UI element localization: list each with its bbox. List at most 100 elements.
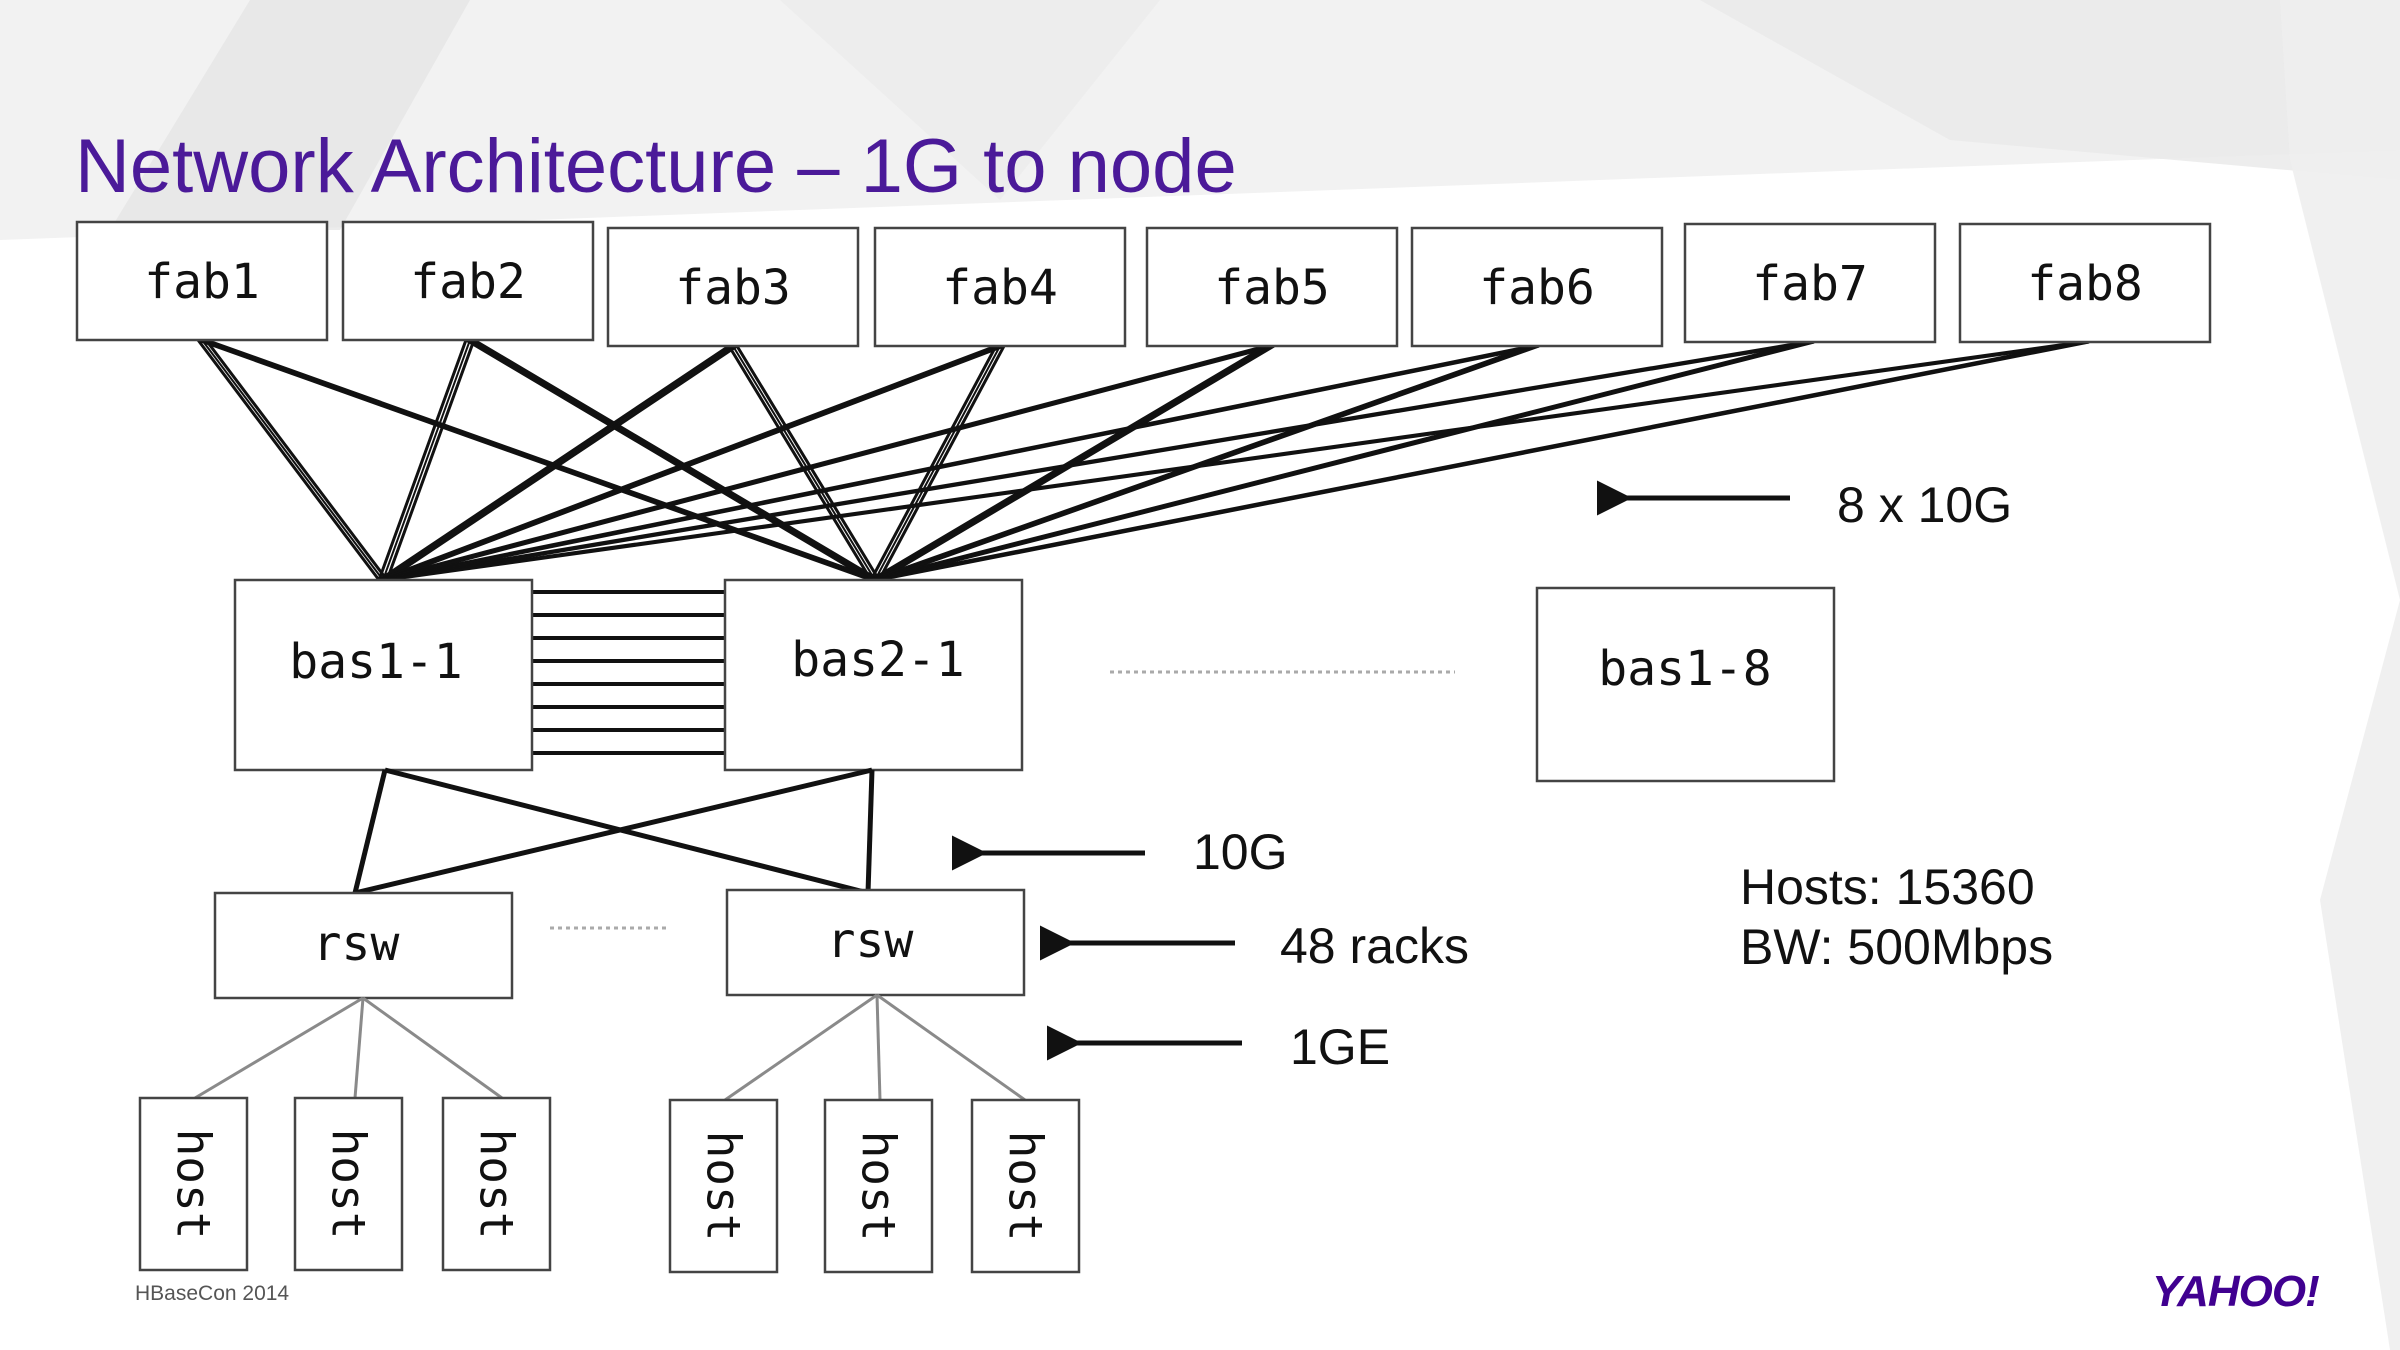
- fabric-switch-fab4[interactable]: fab4: [873, 226, 1127, 348]
- spine-label: bas1-8: [1598, 641, 1771, 697]
- host-box: [441, 1096, 552, 1272]
- spine-bas2-1[interactable]: bas2-1: [723, 578, 1024, 772]
- fabric-link-line: [473, 338, 880, 582]
- fabric-switch-fab1[interactable]: fab1: [75, 220, 329, 342]
- footer-text: HBaseCon 2014: [135, 1282, 289, 1305]
- host-node[interactable]: host: [293, 1096, 404, 1272]
- fabric-row: fab1 fab2 fab3 fab4 fab5 fab6 fab7 fab8: [75, 220, 2212, 348]
- bandwidth-value: BW: 500Mbps: [1740, 919, 2053, 975]
- fabric-link-line: [732, 345, 876, 581]
- fabric-label: fab3: [675, 260, 791, 316]
- fabric-box: [341, 220, 595, 342]
- fabric-link-line: [870, 344, 1267, 582]
- host-label: host: [470, 1129, 524, 1240]
- fabric-switch-fab3[interactable]: fab3: [606, 226, 860, 348]
- fabric-link-line: [727, 345, 873, 581]
- host-label: host: [322, 1129, 376, 1240]
- fabric-link-line: [878, 340, 2090, 582]
- fabric-link-line: [378, 344, 730, 582]
- fabric-link-line: [386, 344, 738, 582]
- rack-label: rsw: [313, 916, 400, 972]
- fabric-link-line: [869, 345, 998, 581]
- fabric-link-line: [465, 338, 872, 582]
- fabric-link-line: [378, 344, 997, 582]
- fabric-label: fab7: [1752, 256, 1868, 312]
- spine-bas1-1[interactable]: bas1-1: [233, 578, 534, 772]
- fabric-link-line: [386, 344, 1540, 582]
- fabric-label: fab4: [942, 260, 1058, 316]
- fabric-link-line: [201, 339, 384, 581]
- fabric-link-line: [378, 344, 1267, 582]
- fabric-box: [873, 226, 1127, 348]
- fabric-links: [196, 338, 2090, 582]
- spine-interconnect: [532, 590, 725, 755]
- host-label: host: [852, 1131, 906, 1242]
- spine-bas1-8[interactable]: bas1-8: [1535, 586, 1836, 783]
- fabric-link-label: 8 x 10G: [1837, 477, 2012, 533]
- host-label: host: [697, 1131, 751, 1242]
- rack-label: rsw: [827, 913, 914, 969]
- host-box: [138, 1096, 249, 1272]
- fabric-link-line: [377, 339, 468, 581]
- host-box: [293, 1096, 404, 1272]
- fabric-link-line: [382, 339, 471, 581]
- rack-switch-1[interactable]: rsw: [213, 891, 514, 1000]
- fabric-link-line: [385, 339, 476, 581]
- fabric-link-line: [870, 344, 1532, 582]
- fabric-label: fab2: [410, 254, 526, 310]
- racks-label: 48 racks: [1280, 918, 1469, 974]
- host-row: host host host host host host: [138, 1096, 1081, 1274]
- fabric-link-line: [877, 345, 1006, 581]
- fabric-switch-fab5[interactable]: fab5: [1145, 226, 1399, 348]
- host-label: host: [999, 1131, 1053, 1242]
- annotations: 8 x 10G 10G 48 racks 1GE Hosts: 15360 BW…: [952, 477, 2053, 1075]
- fabric-link-line: [386, 340, 2090, 582]
- yahoo-logo: YAHOO!: [2152, 1267, 2319, 1316]
- host-link-label: 1GE: [1290, 1019, 1390, 1075]
- fabric-link-line: [382, 345, 734, 581]
- fabric-switch-fab6[interactable]: fab6: [1410, 226, 1664, 348]
- rack-switch-2[interactable]: rsw: [725, 888, 1026, 997]
- fabric-link-line: [196, 339, 381, 581]
- fabric-link-line: [469, 339, 876, 581]
- fabric-label: fab5: [1214, 260, 1330, 316]
- fabric-link-line: [735, 345, 881, 581]
- uplink-label: 10G: [1193, 824, 1288, 880]
- fabric-link-line: [205, 338, 880, 582]
- host-box: [970, 1098, 1081, 1274]
- spine-rack-links: [352, 767, 875, 896]
- host-node[interactable]: host: [441, 1096, 552, 1272]
- fabric-box: [1410, 226, 1664, 348]
- fabric-box: [75, 220, 329, 342]
- spine-label: bas1-1: [289, 634, 462, 690]
- host-node[interactable]: host: [668, 1098, 779, 1274]
- spine-label: bas2-1: [791, 632, 964, 688]
- fabric-switch-fab2[interactable]: fab2: [341, 220, 595, 342]
- fabric-box: [1958, 222, 2212, 344]
- fabric-link-line: [386, 340, 1815, 582]
- host-box: [823, 1098, 934, 1274]
- fabric-link-line: [874, 345, 1001, 581]
- fabric-switch-fab8[interactable]: fab8: [1958, 222, 2212, 344]
- host-links: [194, 993, 1026, 1102]
- fabric-label: fab1: [144, 254, 260, 310]
- fabric-box: [1145, 226, 1399, 348]
- fabric-label: fab6: [1479, 260, 1595, 316]
- fabric-link-line: [878, 340, 1815, 582]
- fabric-label: fab8: [2027, 256, 2143, 312]
- host-node[interactable]: host: [970, 1098, 1081, 1274]
- hosts-count: Hosts: 15360: [1740, 859, 2035, 915]
- fabric-box: [606, 226, 860, 348]
- host-node[interactable]: host: [823, 1098, 934, 1274]
- page-title: Network Architecture – 1G to node: [75, 124, 1237, 209]
- host-box: [668, 1098, 779, 1274]
- fabric-switch-fab7[interactable]: fab7: [1683, 222, 1937, 344]
- fabric-link-line: [204, 339, 389, 581]
- fabric-link-line: [386, 344, 1275, 582]
- fabric-link-line: [197, 338, 872, 582]
- host-node[interactable]: host: [138, 1096, 249, 1272]
- fabric-link-line: [386, 344, 1005, 582]
